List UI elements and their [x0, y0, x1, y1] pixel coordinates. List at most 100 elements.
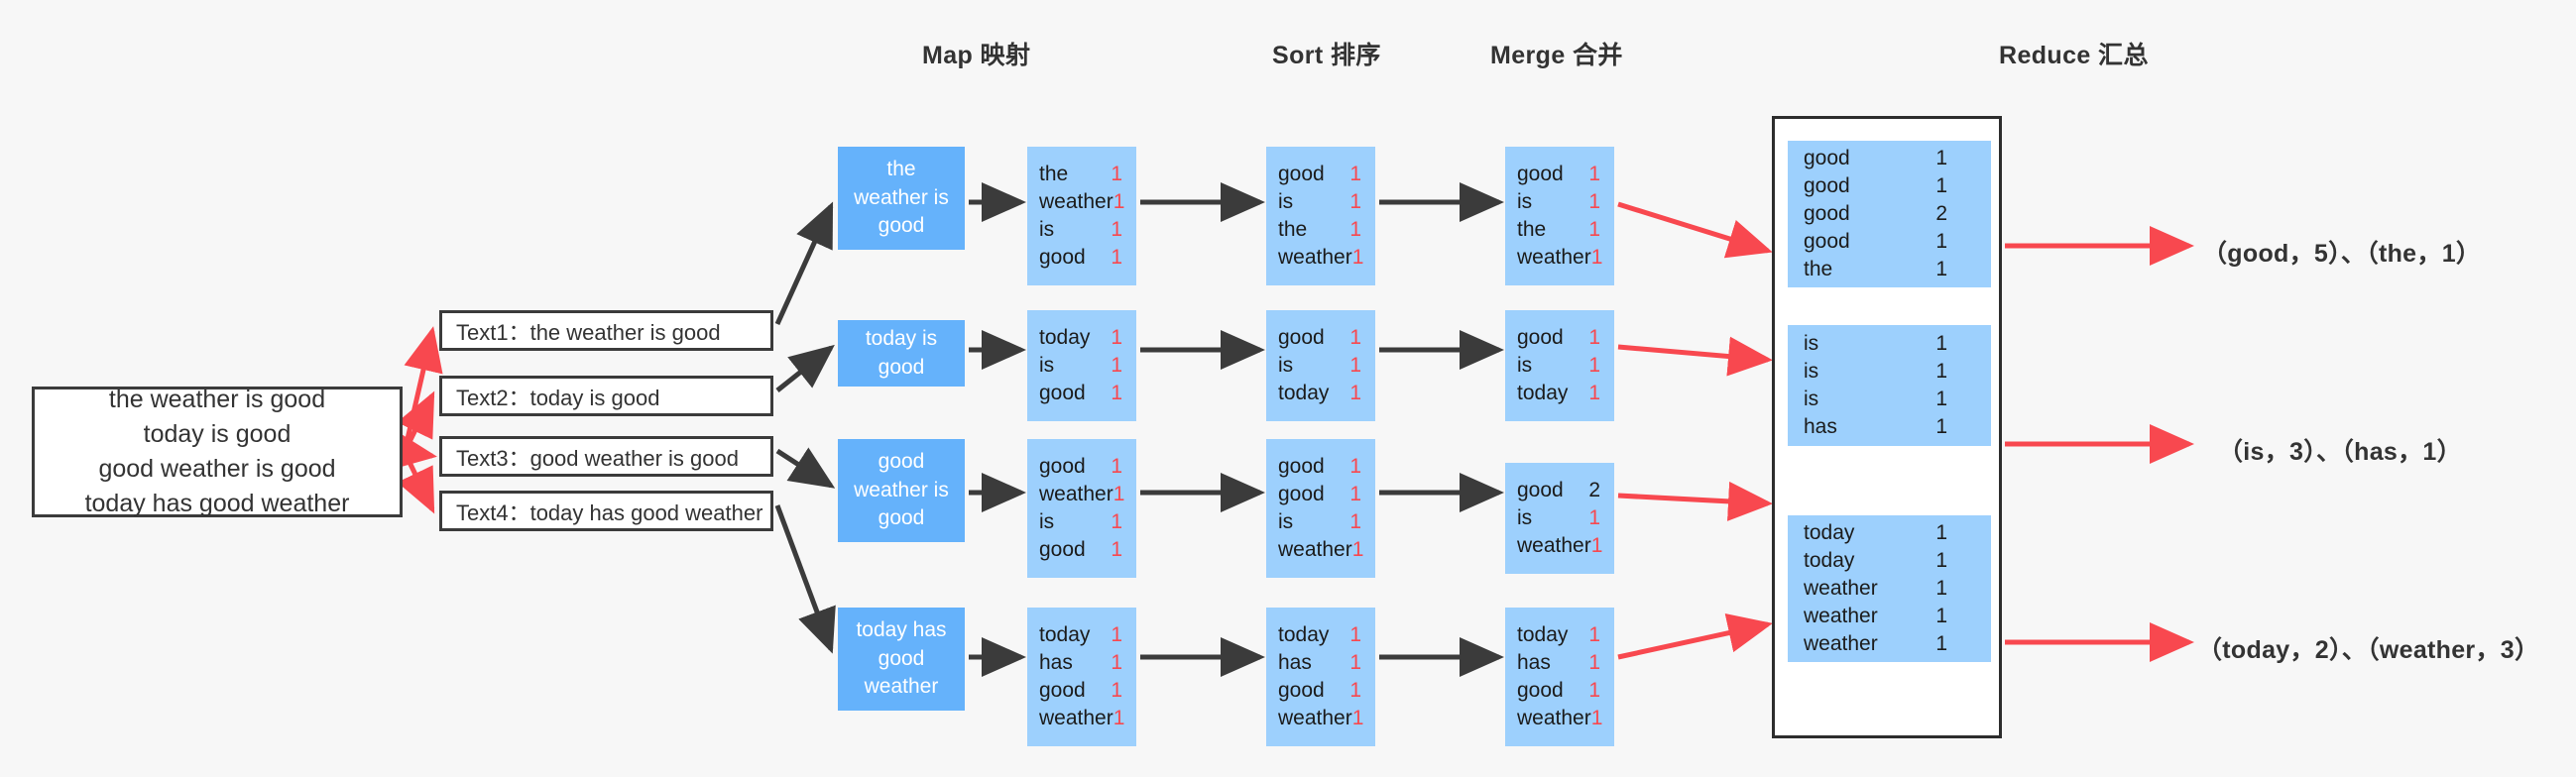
kv-word: weather	[1804, 577, 1878, 601]
kv-word: is	[1517, 505, 1533, 529]
arrow-merge-to-reduce	[1617, 201, 1773, 660]
kv-count: 1	[1349, 353, 1361, 377]
map-box-line: good	[878, 214, 925, 238]
kv-count: 1	[1588, 650, 1600, 674]
arrow-map-to-mapoutput	[969, 182, 1026, 677]
kv-word: has	[1804, 414, 1837, 438]
kv-word: is	[1039, 353, 1055, 377]
kv-count: 1	[1111, 623, 1122, 646]
kv-word: weather	[1278, 706, 1352, 729]
kv-count: 1	[1935, 332, 1947, 356]
input-line: today is good	[143, 420, 292, 448]
kv-word: the	[1804, 257, 1833, 280]
map-box-line: today is	[865, 327, 938, 351]
kv-word: good	[1039, 678, 1086, 702]
kv-count: 1	[1351, 706, 1364, 729]
kv-count: 1	[1111, 455, 1122, 478]
map-box-line: today has	[856, 618, 947, 642]
kv-count: 1	[1111, 163, 1122, 185]
kv-count: 1	[1111, 326, 1122, 349]
kv-word: weather	[1804, 604, 1878, 627]
kv-count: 1	[1349, 163, 1361, 185]
kv-row: today 1	[1505, 380, 1614, 407]
kv-count: 1	[1349, 509, 1361, 533]
kv-word: good	[1804, 147, 1850, 170]
kv-count: 1	[1935, 631, 1947, 655]
kv-count: 1	[1349, 678, 1361, 702]
kv-word: has	[1278, 650, 1312, 674]
kv-count: 1	[1349, 650, 1361, 674]
map-box-line: weather	[864, 675, 939, 699]
kv-count: 1	[1588, 381, 1600, 404]
kv-word: is	[1039, 217, 1055, 241]
kv-count: 1	[1111, 217, 1122, 241]
output-label-3: （today，2）、（weather，3）	[2197, 636, 2540, 664]
kv-word: the	[1278, 217, 1308, 241]
kv-count: 1	[1588, 163, 1600, 185]
kv-word: good	[1039, 381, 1086, 404]
map-box-line: good	[878, 506, 925, 530]
kv-word: weather	[1804, 631, 1878, 655]
kv-word: good	[1804, 229, 1850, 253]
kv-count: 1	[1588, 326, 1600, 349]
map-box-line: good	[878, 646, 925, 670]
kv-word: good	[1517, 163, 1564, 185]
kv-count: 1	[1588, 623, 1600, 646]
kv-row: good 1	[1505, 324, 1614, 352]
kv-word: the	[1517, 217, 1547, 241]
kv-word: good	[1517, 678, 1564, 702]
map-box-line: weather is	[854, 478, 949, 501]
kv-word: is	[1804, 332, 1819, 356]
kv-word: weather	[1278, 245, 1352, 269]
kv-word: good	[1517, 326, 1564, 349]
kv-count: 1	[1349, 482, 1361, 505]
kv-count: 1	[1349, 455, 1361, 478]
header-merge: Merge 合并	[1490, 42, 1623, 69]
kv-word: has	[1517, 650, 1551, 674]
kv-count: 1	[1351, 245, 1364, 269]
arrow-mapoutput-to-sort	[1140, 182, 1265, 677]
kv-word: good	[1039, 537, 1086, 561]
kv-count: 1	[1111, 509, 1122, 533]
kv-word: today	[1278, 381, 1330, 404]
kv-count: 1	[1590, 245, 1603, 269]
kv-row: good 1	[1266, 161, 1375, 188]
kv-word: is	[1517, 189, 1533, 213]
kv-count: 1	[1349, 189, 1361, 213]
kv-word: is	[1517, 353, 1533, 377]
kv-row: is 1	[1788, 330, 1991, 358]
kv-word: today	[1517, 381, 1569, 404]
kv-word: good	[1278, 163, 1325, 185]
kv-word: good	[1804, 174, 1850, 198]
kv-count: 1	[1111, 650, 1122, 674]
map-box-line: good	[878, 355, 925, 379]
kv-count: 1	[1935, 257, 1947, 280]
